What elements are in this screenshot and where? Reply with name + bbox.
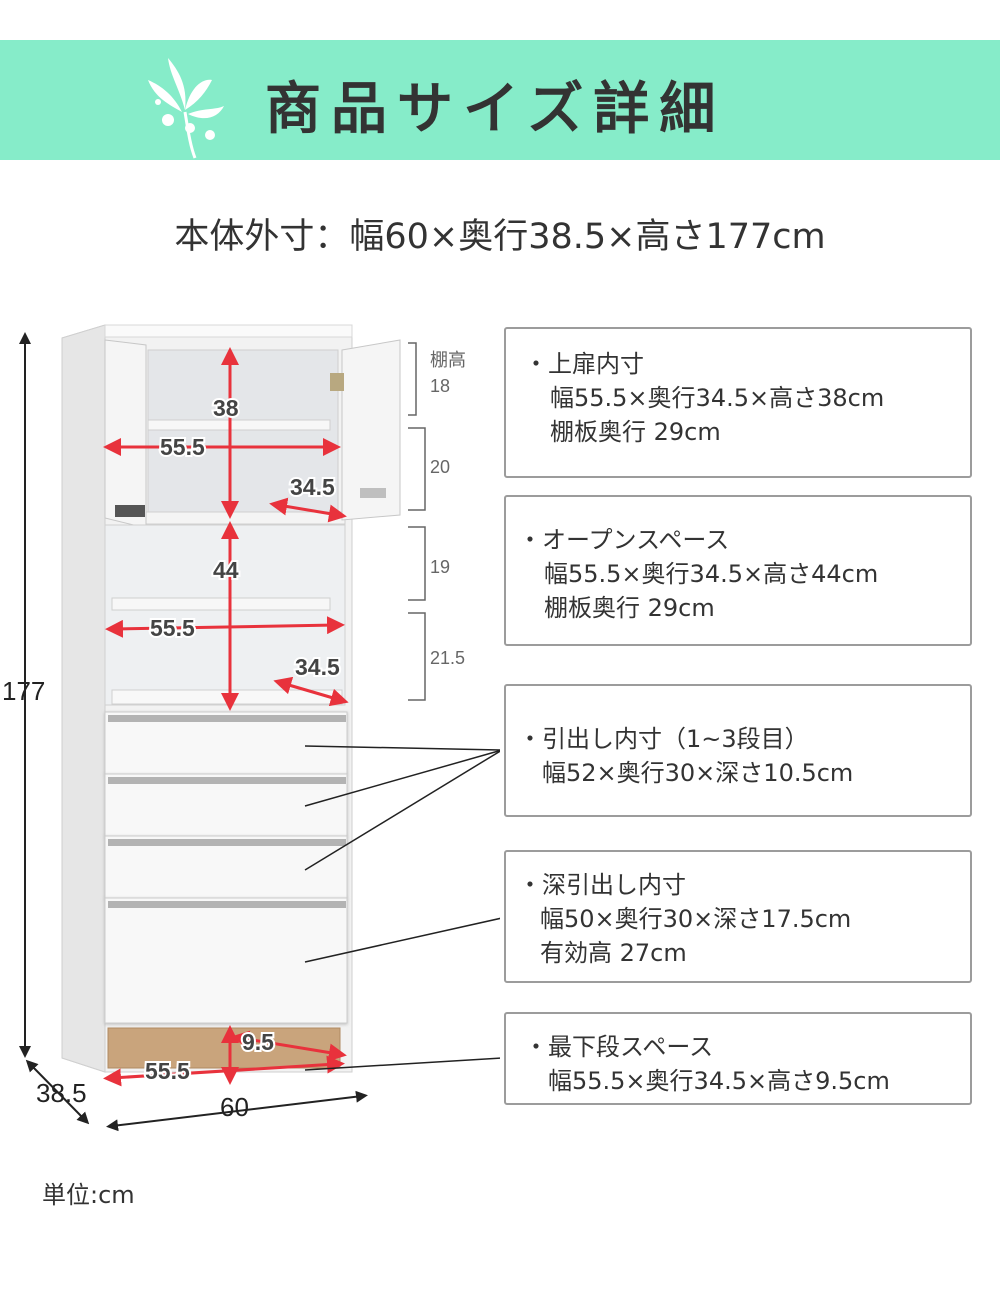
- shelf-height-label: 棚高: [430, 350, 466, 370]
- arrow-bottom-depth: [231, 1030, 347, 1062]
- shelf-height-4: 21.5: [430, 648, 465, 668]
- info-title: ・最下段スペース: [524, 1033, 714, 1061]
- info-title: ・上扉内寸: [524, 350, 644, 378]
- arrow-open-depth: [273, 676, 349, 707]
- label-bottom-height: 9.5: [242, 1029, 274, 1055]
- arrow-bottom-width: [103, 1055, 345, 1087]
- shelf-height-1: 18: [430, 376, 450, 396]
- cabinet-diagram: 棚高 18 20 19 21.5 38 55.5 34.5 44 55.5 34…: [2, 324, 500, 1132]
- label-upper-width: 55.5: [160, 434, 205, 460]
- info-line: 幅55.5×奥行34.5×高さ38cm: [550, 384, 885, 412]
- leaf-logo-icon: [148, 58, 224, 159]
- label-open-height: 44: [213, 557, 239, 583]
- info-line: 棚板奥行 29cm: [550, 418, 721, 446]
- info-line: 幅55.5×奥行34.5×高さ44cm: [544, 560, 879, 588]
- label-upper-depth: 34.5: [290, 474, 335, 500]
- label-overall-width: 60: [220, 1092, 249, 1122]
- info-title: ・オープンスペース: [518, 526, 730, 554]
- shelf-height-3: 19: [430, 557, 450, 577]
- arrow-open-width: [105, 616, 345, 638]
- leader-lines: [304, 745, 500, 1071]
- drawer-3: [104, 835, 348, 899]
- drawer-1: [104, 711, 348, 775]
- arrow-overall-width: [106, 1090, 368, 1132]
- info-line: 有効高 27cm: [540, 939, 687, 967]
- info-box-open-space: ・オープンスペース 幅55.5×奥行34.5×高さ44cm 棚板奥行 29cm: [504, 495, 972, 646]
- overall-dimensions-text: 本体外寸：幅60×奥行38.5×高さ177cm: [174, 217, 826, 257]
- info-box-drawer: ・引出し内寸（1~3段目） 幅52×奥行30×深さ10.5cm: [504, 684, 972, 817]
- info-box-bottom-space: ・最下段スペース 幅55.5×奥行34.5×高さ9.5cm: [504, 1012, 972, 1105]
- info-line: 棚板奥行 29cm: [544, 594, 715, 622]
- info-box-upper-door: ・上扉内寸 幅55.5×奥行34.5×高さ38cm 棚板奥行 29cm: [504, 327, 972, 478]
- label-overall-depth: 38.5: [36, 1078, 87, 1108]
- arrow-upper-depth: [269, 497, 347, 523]
- label-overall-height: 177: [2, 676, 45, 706]
- info-box-deep-drawer: ・深引出し内寸 幅50×奥行30×深さ17.5cm 有効高 27cm: [504, 850, 972, 983]
- unit-label: 単位:cm: [42, 1181, 135, 1209]
- info-title: ・引出し内寸（1~3段目）: [518, 725, 809, 753]
- shelf-height-brackets: [408, 342, 426, 701]
- label-bottom-width: 55.5: [145, 1058, 190, 1084]
- label-open-depth: 34.5: [295, 654, 340, 680]
- info-line: 幅55.5×奥行34.5×高さ9.5cm: [548, 1067, 890, 1095]
- info-line: 幅50×奥行30×深さ17.5cm: [540, 905, 852, 933]
- info-line: 幅52×奥行30×深さ10.5cm: [542, 759, 854, 787]
- shelf-height-2: 20: [430, 457, 450, 477]
- deep-drawer: [104, 897, 348, 1024]
- info-title: ・深引出し内寸: [518, 871, 686, 899]
- page-title: 商品サイズ詳細: [265, 77, 726, 142]
- arrow-overall-depth: [25, 1059, 90, 1125]
- label-open-width: 55.5: [150, 615, 195, 641]
- label-upper-height: 38: [213, 395, 239, 421]
